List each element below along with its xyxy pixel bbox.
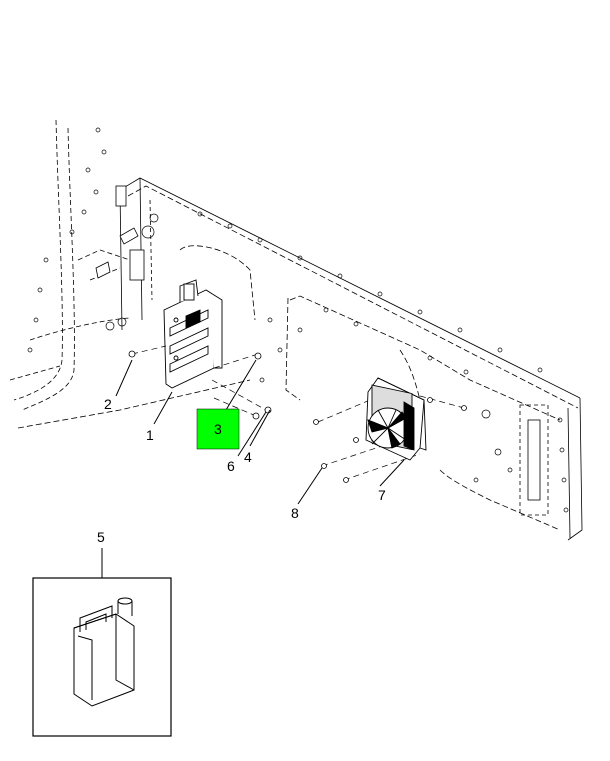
callout-6: 6 [227,458,235,474]
callout-2: 2 [104,396,112,412]
callout-8: 8 [291,505,299,521]
panel-holes [27,127,569,513]
highlight-box [196,408,240,450]
callout-3: 3 [214,421,222,437]
fasteners [128,350,467,483]
callout-4: 4 [244,449,252,465]
cab-panel [9,119,583,541]
blower-module [365,377,427,461]
alignment-lines [131,345,465,481]
bracket-assembly [163,279,223,389]
callout-1: 1 [146,427,154,443]
leader-lines [101,359,405,578]
callout-5: 5 [97,529,105,545]
fluid-jug-icon [73,597,135,707]
left-bracket [95,185,145,281]
callout-7: 7 [378,487,386,503]
